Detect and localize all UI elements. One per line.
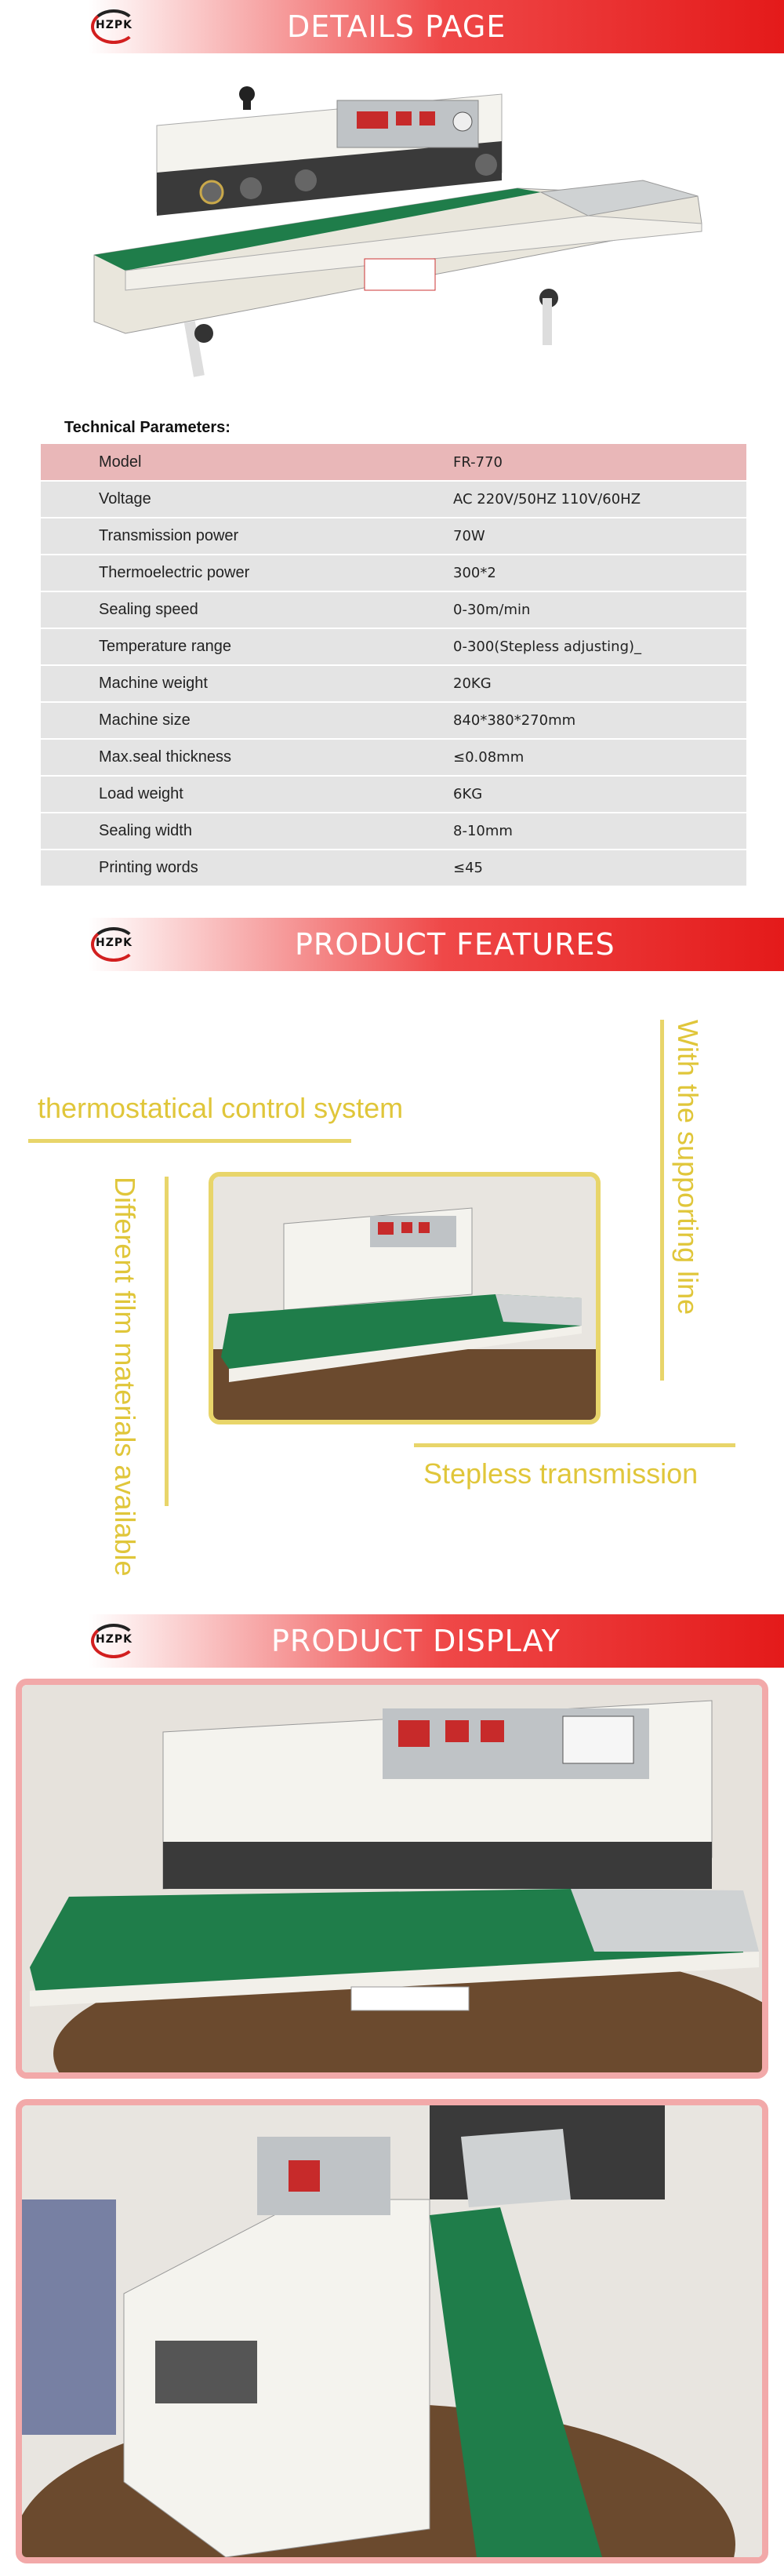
spec-value: 8-10mm [453,813,746,850]
display-title: PRODUCT DISPLAY [271,1624,561,1658]
spec-key: Max.seal thickness [41,739,453,777]
display-photo-front [16,1679,768,2079]
logo-text: HZPK [96,937,132,949]
feature-machine-image [213,1177,596,1420]
spec-row: Printing words≤45 [41,850,746,887]
display-banner: HZPK PRODUCT DISPLAY [28,1614,784,1668]
logo-text: HZPK [96,1633,132,1646]
spec-value: 840*380*270mm [453,702,746,740]
feature-thermostatic: thermostatical control system [38,1092,404,1124]
spec-value: 300*2 [453,555,746,592]
spec-value: 0-30m/min [453,591,746,629]
feature-underline-stepless [414,1443,735,1447]
logo-text: HZPK [96,19,132,31]
spec-key: Machine weight [41,665,453,703]
hzpk-logo: HZPK [91,9,136,44]
spec-key: Machine size [41,702,453,740]
details-banner: HZPK DETAILS PAGE [28,0,784,53]
spec-heading: Technical Parameters: [64,419,230,436]
feature-product-photo [209,1172,601,1424]
band-sealer-machine-image [93,86,702,377]
feature-film-materials: Different film materials available [109,1177,141,1577]
spec-value: ≤45 [453,850,746,887]
hzpk-logo: HZPK [91,927,136,962]
spec-key: Sealing width [41,813,453,850]
spec-value: FR-770 [453,444,746,482]
spec-value: 6KG [453,776,746,813]
spec-value: 20KG [453,665,746,703]
features-title: PRODUCT FEATURES [295,927,615,962]
features-banner: HZPK PRODUCT FEATURES [28,918,784,971]
spec-key: Voltage [41,481,453,518]
display-photo-side [16,2099,768,2563]
spec-value: 70W [453,518,746,555]
spec-key: Printing words [41,850,453,887]
spec-value: ≤0.08mm [453,739,746,777]
spec-row: Max.seal thickness≤0.08mm [41,739,746,777]
spec-key: Load weight [41,776,453,813]
hzpk-logo: HZPK [91,1624,136,1658]
spec-key: Thermoelectric power [41,555,453,592]
feature-underline-thermostatic [28,1139,351,1143]
feature-line-supporting [660,1020,664,1381]
spec-key: Model [41,444,453,482]
display-machine-front-image [22,1685,762,2072]
spec-value: AC 220V/50HZ 110V/60HZ [453,481,746,518]
feature-supporting-line: With the supporting line [672,1020,704,1315]
feature-stepless: Stepless transmission [423,1457,699,1490]
spec-key: Temperature range [41,628,453,666]
feature-line-film [165,1177,169,1506]
details-title: DETAILS PAGE [287,9,506,44]
spec-key: Sealing speed [41,591,453,629]
spec-value: 0-300(Stepless adjusting)_ [453,628,746,666]
display-machine-side-image [22,2105,762,2557]
spec-key: Transmission power [41,518,453,555]
